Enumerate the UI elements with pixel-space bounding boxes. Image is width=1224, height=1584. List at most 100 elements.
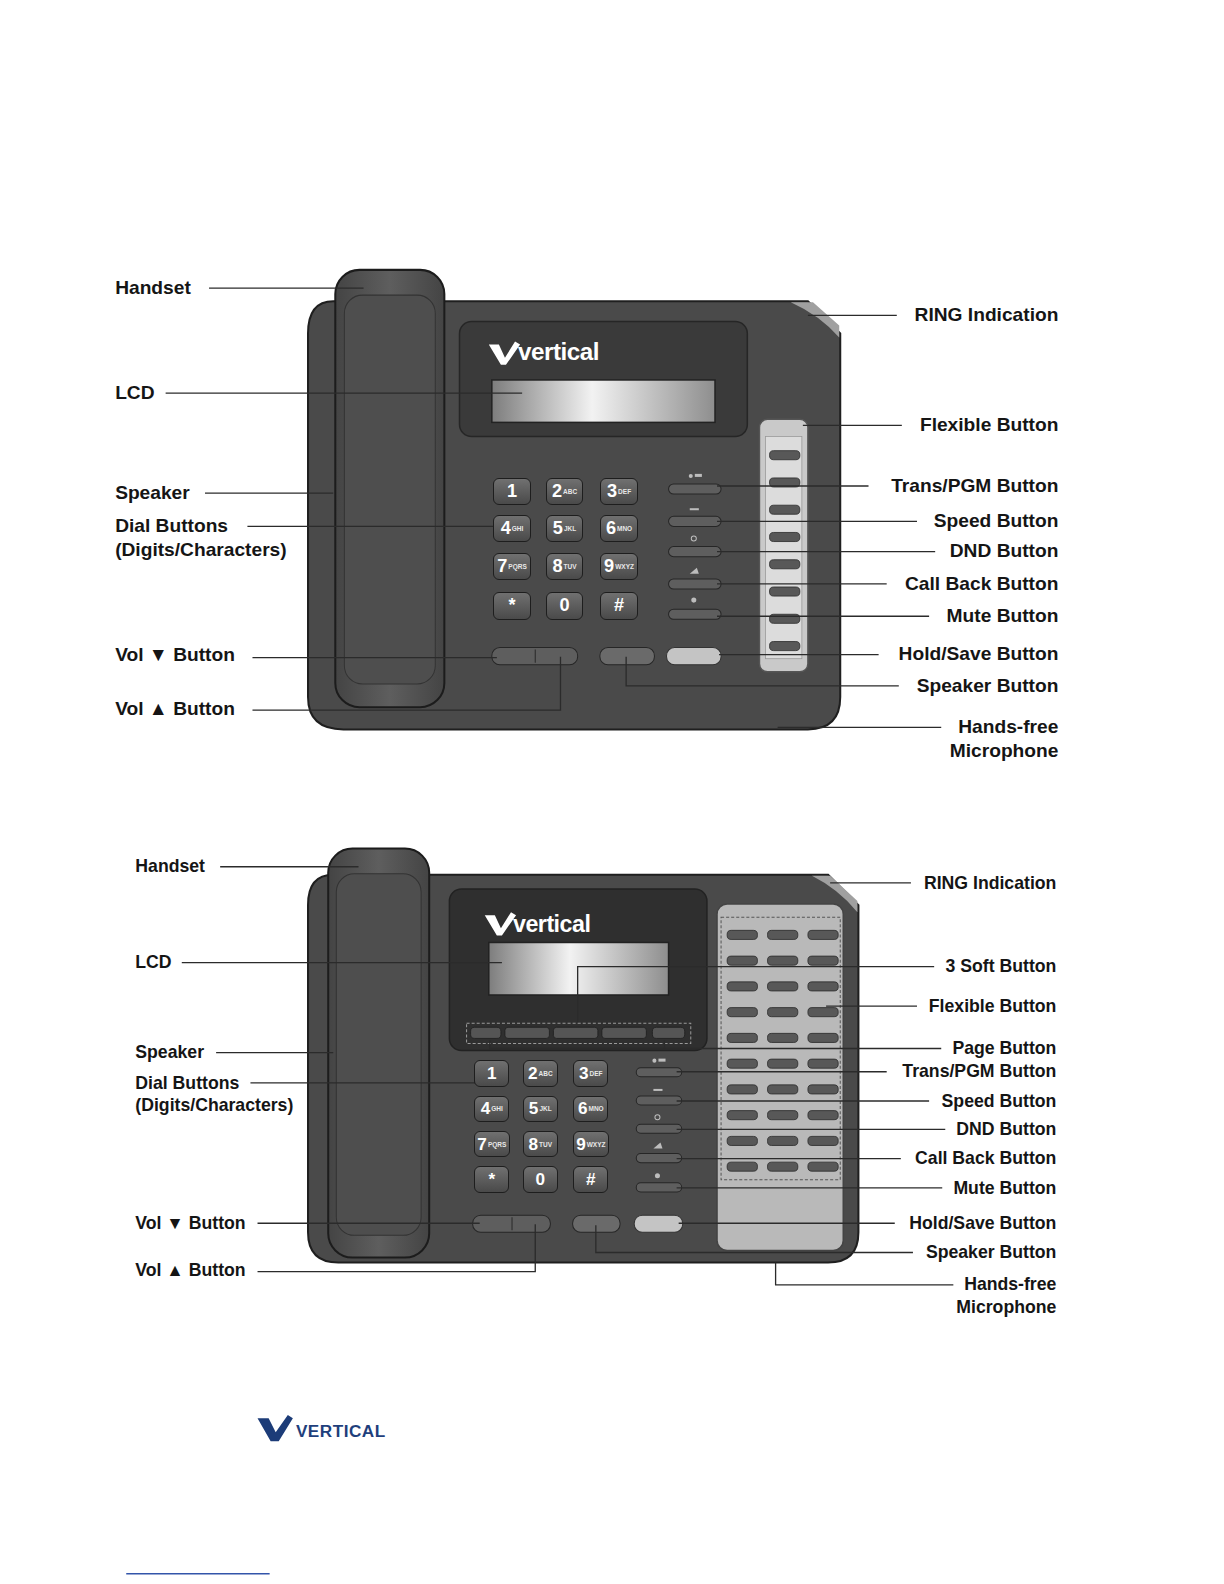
flexible-button [727, 1008, 757, 1017]
key-digit: 6 [606, 518, 616, 539]
flexible-button [768, 1085, 798, 1094]
callout-label: Vol ▲ Button [135, 1259, 245, 1281]
key-letters: WXYZ [615, 563, 634, 570]
callout-label: RING Indication [924, 872, 1056, 894]
key-digit: 4 [501, 518, 511, 539]
callout-label: Hands-free Microphone [927, 715, 1058, 763]
callout-label: DND Button [950, 539, 1059, 563]
dial-button: 1 [493, 478, 530, 505]
callout-label: Call Back Button [905, 572, 1058, 596]
key-digit: 5 [553, 518, 563, 539]
key-digit: 7 [497, 556, 507, 577]
dial-button: 7PQRS [493, 553, 530, 580]
callout-label: Call Back Button [915, 1147, 1056, 1169]
callout-label: Speaker Button [917, 674, 1059, 698]
key-digit: * [508, 595, 515, 616]
callout-label: Mute Button [953, 1177, 1056, 1199]
dial-button: 5JKL [546, 515, 583, 542]
footer-rule [126, 1573, 269, 1575]
callout-label: Trans/PGM Button [891, 474, 1058, 498]
key-digit: # [586, 1169, 596, 1190]
key-digit: 9 [604, 556, 614, 577]
key-digit: 2 [552, 481, 562, 502]
callout-label: Speaker Button [926, 1241, 1056, 1263]
flexible-button [808, 982, 838, 991]
dial-button: 0 [523, 1166, 558, 1192]
dial-button: # [573, 1166, 608, 1192]
flexible-button [727, 1033, 757, 1042]
flexible-button [727, 1162, 757, 1171]
callout-label: 3 Soft Button [946, 955, 1057, 977]
logo-mark [258, 1415, 293, 1441]
key-letters: PQRS [508, 563, 526, 570]
callout-label: DND Button [956, 1118, 1056, 1140]
flexible-button [808, 1008, 838, 1017]
key-digit: 6 [578, 1098, 588, 1119]
flexible-button [808, 956, 838, 965]
dial-button: 6MNO [573, 1096, 608, 1122]
flexible-button [768, 982, 798, 991]
callout-label: Trans/PGM Button [902, 1060, 1056, 1082]
key-digit: 8 [529, 1134, 539, 1155]
brand-logo: vertical [518, 337, 599, 367]
phone-two [182, 849, 954, 1285]
flexible-button [808, 930, 838, 939]
callout-label: Speaker [115, 481, 190, 505]
key-letters: MNO [588, 1105, 603, 1112]
flexible-button [727, 1059, 757, 1068]
flexible-button [808, 1033, 838, 1042]
key-digit: 3 [607, 481, 617, 502]
dial-button: 9WXYZ [600, 553, 637, 580]
flexible-button [808, 1085, 838, 1094]
key-letters: TUV [564, 563, 577, 570]
callout-label: RING Indication [915, 303, 1059, 327]
flexible-button [768, 1008, 798, 1017]
callout-label: Dial Buttons (Digits/Characters) [135, 1072, 367, 1116]
dial-button: 4GHI [474, 1096, 509, 1122]
flexible-button [768, 1162, 798, 1171]
dial-button: 2ABC [546, 478, 583, 505]
flexible-button [727, 982, 757, 991]
flexible-button [727, 1085, 757, 1094]
dial-button: 8TUV [523, 1131, 558, 1157]
callout-label: Speaker [135, 1041, 204, 1063]
dial-button: 3DEF [600, 478, 637, 505]
dial-button: 3DEF [573, 1060, 608, 1086]
flexible-button [768, 930, 798, 939]
dial-button: 4GHI [493, 515, 530, 542]
callout-label: Hold/Save Button [899, 642, 1059, 666]
dial-button: 9WXYZ [573, 1131, 609, 1157]
callout-label: Page Button [952, 1037, 1056, 1059]
key-letters: DEF [618, 488, 631, 495]
key-letters: TUV [539, 1141, 552, 1148]
flexible-button [768, 956, 798, 965]
callout-label: Hold/Save Button [909, 1212, 1056, 1234]
callout-label: Speed Button [934, 509, 1059, 533]
dial-button: 7PQRS [474, 1131, 510, 1157]
callout-label: Hands-free Microphone [930, 1273, 1056, 1317]
callout-label: Handset [135, 855, 205, 877]
footer-logo: VERTICAL [296, 1421, 386, 1442]
key-digit: * [488, 1169, 495, 1190]
callout-label: LCD [115, 381, 154, 405]
key-digit: 0 [536, 1169, 546, 1190]
dial-button: * [493, 592, 530, 619]
callout-label: Flexible Button [929, 995, 1057, 1017]
flexible-button [808, 1162, 838, 1171]
flexible-button [768, 1059, 798, 1068]
key-letters: ABC [539, 1070, 553, 1077]
key-digit: 7 [477, 1134, 487, 1155]
callout-label: Speed Button [942, 1090, 1057, 1112]
key-letters: GHI [512, 525, 524, 532]
key-letters: DEF [590, 1070, 603, 1077]
key-letters: JKL [564, 525, 576, 532]
key-digit: 1 [507, 481, 517, 502]
key-digit: # [614, 595, 624, 616]
callout-label: Mute Button [947, 604, 1059, 628]
flexible-button [727, 930, 757, 939]
flexible-button [727, 1136, 757, 1145]
dial-button: 0 [546, 592, 583, 619]
flexible-button [808, 1059, 838, 1068]
